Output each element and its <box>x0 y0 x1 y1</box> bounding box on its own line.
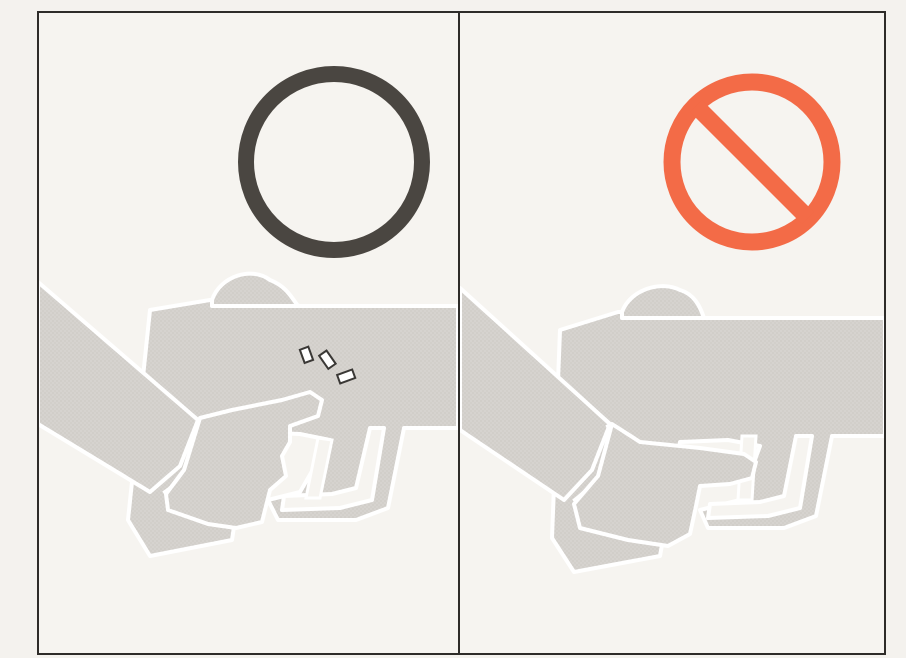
panel-correct <box>38 12 458 654</box>
panel-incorrect <box>460 12 885 654</box>
